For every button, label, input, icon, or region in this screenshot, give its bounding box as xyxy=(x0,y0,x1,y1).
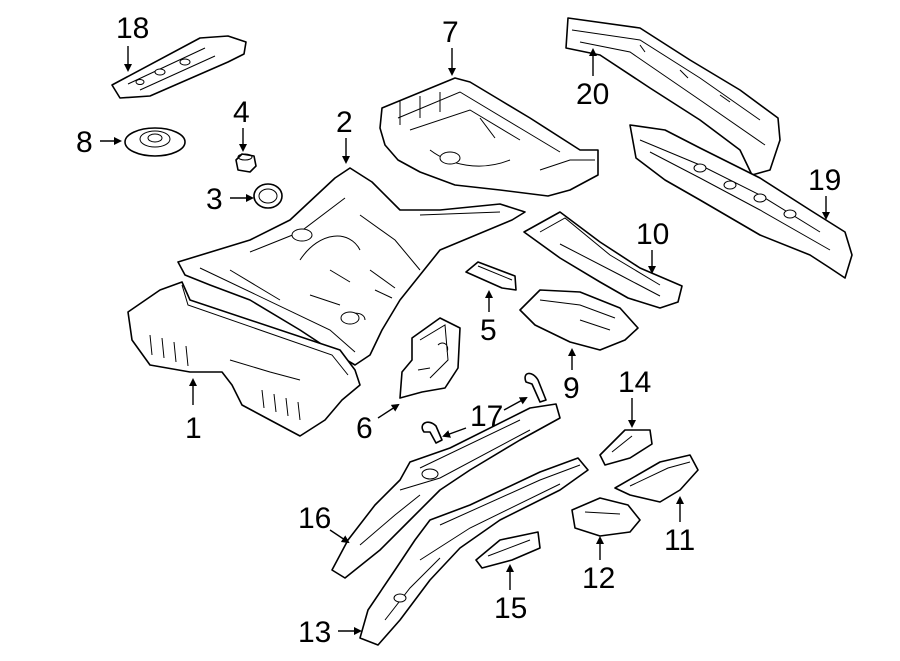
callout-17: 17 xyxy=(470,400,503,433)
part-10-rail xyxy=(523,211,683,309)
callout-14: 14 xyxy=(618,366,651,399)
part-9-plate xyxy=(519,289,639,351)
callout-5: 5 xyxy=(480,314,497,347)
callout-11: 11 xyxy=(664,524,695,557)
part-20-upper-rail xyxy=(565,17,781,176)
callout-19: 19 xyxy=(808,164,841,197)
callout-15: 15 xyxy=(494,592,527,625)
callout-12: 12 xyxy=(582,562,615,595)
callout-9: 9 xyxy=(563,372,580,405)
part-6-bracket xyxy=(399,317,461,399)
callout-10: 10 xyxy=(636,218,669,251)
part-2-rear-floor-pan xyxy=(177,167,526,366)
part-1-rear-panel xyxy=(127,281,361,437)
part-8-plug xyxy=(124,127,186,157)
part-17-clip-left xyxy=(421,421,443,444)
callout-13: 13 xyxy=(298,616,331,649)
callout-1: 1 xyxy=(185,412,202,445)
part-5-bracket xyxy=(465,261,517,291)
part-14-bracket xyxy=(599,429,653,466)
callout-18: 18 xyxy=(116,12,149,45)
callout-6: 6 xyxy=(356,412,373,445)
callout-3: 3 xyxy=(206,183,223,216)
part-3-grommet xyxy=(253,183,283,209)
callout-20: 20 xyxy=(576,78,609,111)
part-11-bracket xyxy=(614,454,699,503)
part-7-spare-tire-pan xyxy=(379,77,599,197)
callout-8: 8 xyxy=(76,126,93,159)
callout-7: 7 xyxy=(442,16,459,49)
part-15-bracket xyxy=(475,531,541,569)
callout-16: 16 xyxy=(298,502,331,535)
callout-4: 4 xyxy=(233,96,250,129)
part-13-outer-rail xyxy=(359,457,589,646)
part-18-bracket xyxy=(111,35,247,99)
callout-2: 2 xyxy=(336,106,353,139)
leader-arrows xyxy=(100,46,830,635)
part-4-plug xyxy=(235,153,257,173)
callout-labels: 18 8 4 3 2 7 1 5 6 9 10 20 19 14 11 12 1… xyxy=(76,12,841,649)
part-16-inner-rail xyxy=(331,403,561,579)
part-17-clip-right xyxy=(524,372,547,403)
part-12-cap xyxy=(571,497,641,537)
part-19-side-member xyxy=(629,124,853,279)
